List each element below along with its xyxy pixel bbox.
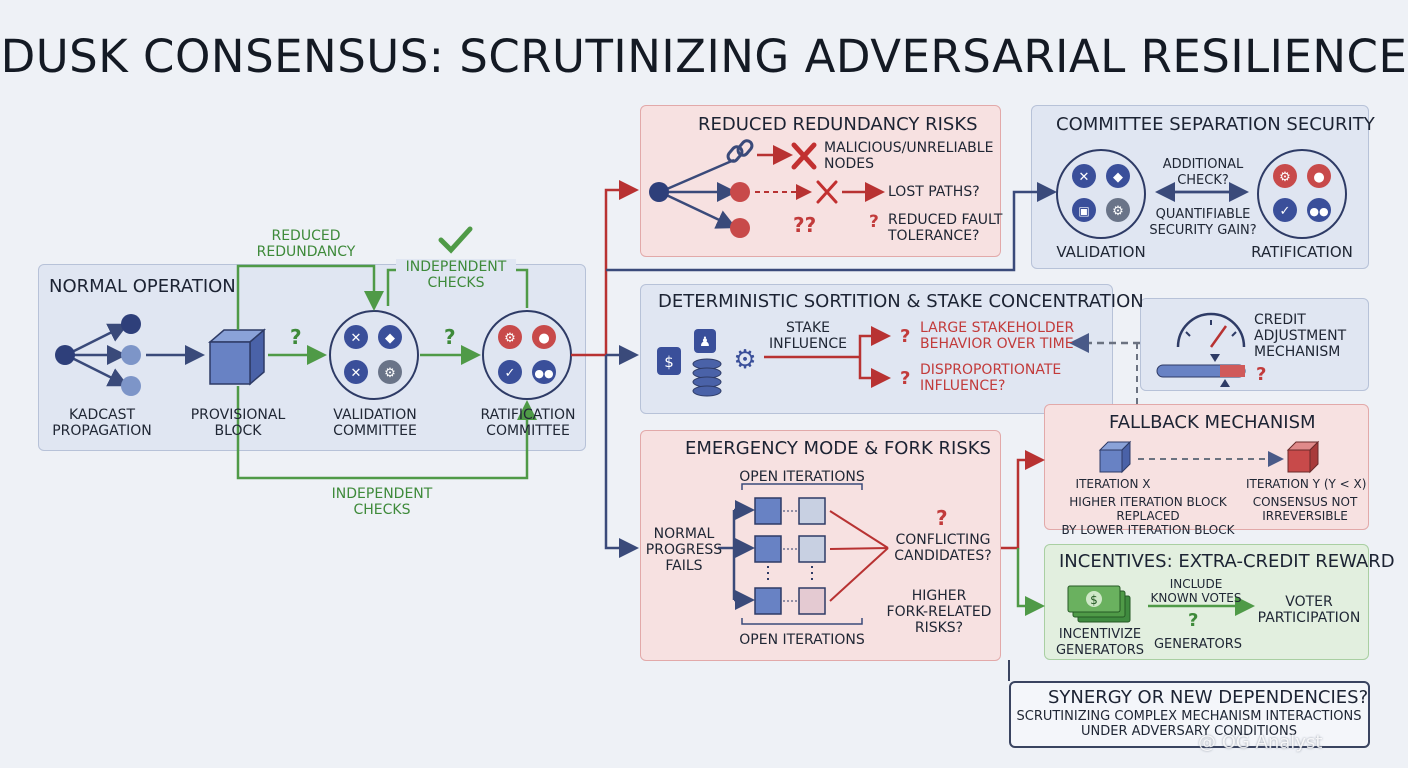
gauge-icon: [1176, 312, 1246, 348]
synergy-panel: [1009, 681, 1370, 748]
svg-text:$: $: [1090, 593, 1098, 607]
iteration-x-label: ITERATION X: [1075, 477, 1151, 491]
money-icon: $: [1067, 585, 1131, 623]
svg-text:⚙: ⚙: [384, 366, 396, 381]
incentives-title: INCENTIVES: EXTRA-CREDIT REWARD: [1059, 551, 1395, 572]
voter-participation-label: VOTER PARTICIPATION: [1257, 594, 1361, 626]
chain-link-icon: [726, 139, 754, 163]
svg-text:⚙: ⚙: [1112, 204, 1124, 219]
double-question-mark: ??: [793, 213, 817, 237]
additional-check-label: ADDITIONAL CHECK?: [1162, 157, 1244, 188]
normal-progress-fails-label: NORMAL PROGRESS FAILS: [645, 526, 723, 574]
credit-question-mark: ?: [1256, 364, 1267, 385]
svg-text:$: $: [664, 353, 674, 371]
stake-influence-label: STAKE INFLUENCE: [769, 320, 847, 352]
validation-label: VALIDATION: [1056, 243, 1146, 261]
red-x-icon: [791, 142, 817, 170]
svg-text:⚙: ⚙: [733, 345, 756, 375]
independent-checks-top-label: INDEPENDENT CHECKS: [396, 259, 516, 291]
svg-text:♟: ♟: [699, 335, 711, 350]
reduced-redundancy-label: REDUCED REDUNDANCY: [256, 228, 356, 260]
synergy-subtitle: SCRUTINIZING COMPLEX MECHANISM INTERACTI…: [1016, 709, 1362, 739]
lost-paths-label: LOST PATHS?: [888, 184, 980, 200]
svg-text:◆: ◆: [1113, 170, 1123, 185]
redundancy-nodes: [649, 158, 750, 238]
validation-committee-label: VALIDATION COMMITTEE: [333, 407, 417, 439]
svg-text:✓: ✓: [1280, 204, 1291, 219]
reduced-fault-label: REDUCED FAULT TOLERANCE?: [888, 212, 1003, 244]
disproportionate-label: DISPROPORTIONATE INFLUENCE?: [920, 362, 1062, 394]
higher-fork-label: HIGHER FORK-RELATED RISKS?: [886, 588, 992, 636]
conflicting-candidates-label: CONFLICTING CANDIDATES?: [894, 532, 992, 564]
quantifiable-gain-label: QUANTIFIABLE SECURITY GAIN?: [1149, 207, 1257, 238]
provisional-block-icon: [207, 328, 267, 386]
kadcast-nodes: [55, 314, 141, 396]
svg-text:●: ●: [538, 331, 549, 346]
svg-text:✕: ✕: [351, 366, 362, 381]
svg-text:▣: ▣: [1078, 204, 1089, 218]
stakeholder-question-mark: ?: [900, 326, 911, 347]
include-known-votes-label: INCLUDE KNOWN VOTES: [1150, 577, 1242, 605]
open-iterations-top-label: OPEN ITERATIONS: [739, 469, 865, 485]
question-mark-1: ?: [290, 325, 302, 349]
large-stakeholder-label: LARGE STAKEHOLDER BEHAVIOR OVER TIME: [920, 320, 1075, 352]
ratification-circle-icon: ⚙ ● ✓ ●●: [1257, 149, 1347, 239]
svg-text:●: ●: [1313, 170, 1324, 185]
incentivize-generators-label: INCENTIVIZE GENERATORS: [1055, 627, 1145, 658]
broken-path-icon: [816, 180, 838, 204]
normal-operation-title: NORMAL OPERATION: [49, 276, 236, 297]
open-iterations-bottom-label: OPEN ITERATIONS: [739, 632, 865, 648]
synergy-title: SYNERGY OR NEW DEPENDENCIES?: [1048, 687, 1369, 708]
iteration-blocks: [754, 497, 826, 615]
svg-text:✕: ✕: [1079, 170, 1090, 185]
independent-checks-bottom-label: INDEPENDENT CHECKS: [331, 486, 433, 518]
generators-label: GENERATORS: [1153, 637, 1243, 652]
committee-separation-title: COMMITTEE SEPARATION SECURITY: [1056, 114, 1375, 135]
conflicting-question-mark: ?: [936, 506, 948, 530]
kadcast-label: KADCAST PROPAGATION: [52, 407, 152, 439]
page-title: DUSK CONSENSUS: SCRUTINIZING ADVERSARIAL…: [0, 30, 1408, 83]
fallback-title: FALLBACK MECHANISM: [1109, 412, 1316, 433]
svg-text:●●: ●●: [1309, 205, 1328, 218]
svg-text:✓: ✓: [505, 366, 516, 381]
svg-text:⚙: ⚙: [504, 331, 516, 346]
svg-text:◆: ◆: [385, 331, 395, 346]
svg-text:⚙: ⚙: [1279, 170, 1291, 185]
not-irreversible-label: CONSENSUS NOT IRREVERSIBLE: [1252, 495, 1358, 523]
svg-text:●●: ●●: [534, 367, 553, 380]
sortition-title: DETERMINISTIC SORTITION & STAKE CONCENTR…: [658, 291, 1144, 312]
validation-circle-icon: ✕ ◆ ▣ ⚙: [1056, 149, 1146, 239]
emergency-title: EMERGENCY MODE & FORK RISKS: [685, 438, 991, 459]
ratification-label: RATIFICATION: [1251, 243, 1353, 261]
provisional-block-label: PROVISIONAL BLOCK: [190, 407, 286, 439]
ratification-committee-label: RATIFICATION COMMITTEE: [480, 407, 576, 439]
malicious-nodes-label: MALICIOUS/UNRELIABLE NODES: [824, 140, 994, 172]
question-mark-2: ?: [444, 325, 456, 349]
checkmark-icon: [438, 226, 473, 254]
watermark: @ OG Analyst: [1198, 732, 1323, 753]
reduced-redundancy-panel: [640, 105, 1001, 257]
ratification-committee-icon: ⚙ ● ✓ ●●: [482, 310, 572, 400]
influence-question-mark: ?: [900, 368, 911, 389]
incentives-question-mark: ?: [1188, 610, 1199, 631]
iteration-y-block: [1286, 440, 1320, 474]
iteration-y-label: ITERATION Y (Y < X): [1246, 477, 1367, 491]
fault-question-mark: ?: [869, 212, 879, 232]
credit-adjustment-label: CREDIT ADJUSTMENT MECHANISM: [1254, 312, 1347, 360]
dollar-stake-icon: $ ♟ ⚙: [657, 329, 757, 397]
reduced-redundancy-title: REDUCED REDUNDANCY RISKS: [698, 114, 978, 135]
validation-committee-icon: ✕ ◆ ✕ ⚙: [329, 310, 419, 400]
credit-slider-bar: [1156, 354, 1246, 387]
higher-replaced-label: HIGHER ITERATION BLOCK REPLACED BY LOWER…: [1061, 495, 1235, 537]
iteration-x-block: [1098, 440, 1132, 474]
svg-text:✕: ✕: [351, 331, 362, 346]
